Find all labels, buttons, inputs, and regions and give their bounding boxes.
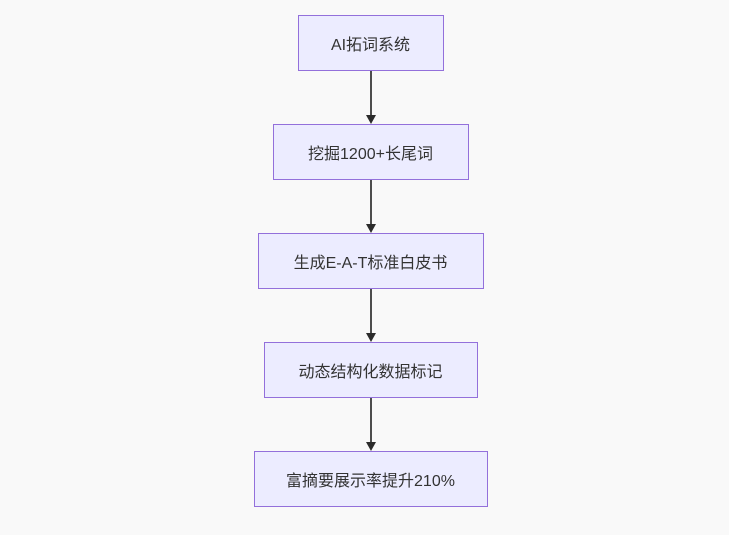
flow-edge-1-2 (365, 71, 376, 124)
flow-edge-4-5 (365, 398, 376, 451)
flow-node-ai-system: AI拓词系统 (297, 15, 444, 71)
flow-node-label: 挖掘1200+长尾词 (308, 146, 433, 163)
edge-line (369, 398, 372, 442)
edge-line (369, 71, 372, 115)
flowchart: AI拓词系统 挖掘1200+长尾词 生成E-A-T标准白皮书 动态结构化数据标记 (253, 15, 488, 507)
edge-line (369, 180, 372, 224)
arrowhead-down-icon (365, 442, 376, 451)
flow-node-label: 生成E-A-T标准白皮书 (293, 255, 448, 272)
flow-edge-2-3 (365, 180, 376, 233)
flow-node-label: 富摘要展示率提升210% (286, 473, 455, 490)
flow-node-structured-data: 动态结构化数据标记 (263, 342, 478, 398)
flow-node-rich-snippet-result: 富摘要展示率提升210% (253, 451, 488, 507)
arrowhead-down-icon (365, 224, 376, 233)
flow-edge-3-4 (365, 289, 376, 342)
flow-node-label: AI拓词系统 (330, 37, 411, 54)
arrowhead-down-icon (365, 115, 376, 124)
flow-node-eat-whitepaper: 生成E-A-T标准白皮书 (257, 233, 484, 289)
flow-node-label: 动态结构化数据标记 (298, 364, 443, 381)
flow-node-longtail-keywords: 挖掘1200+长尾词 (272, 124, 469, 180)
arrowhead-down-icon (365, 333, 376, 342)
edge-line (369, 289, 372, 333)
